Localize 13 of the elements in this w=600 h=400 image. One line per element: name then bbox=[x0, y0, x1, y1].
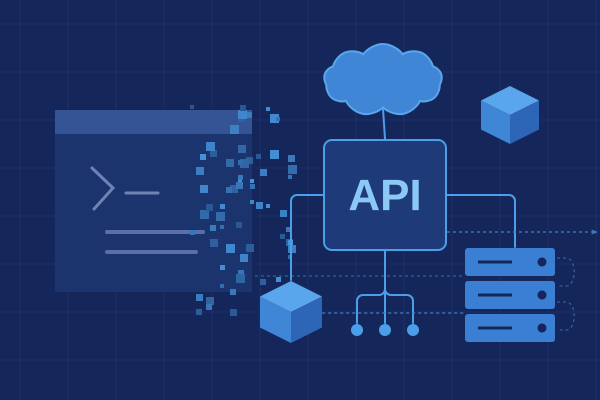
connector-dot bbox=[379, 324, 391, 336]
connector-line bbox=[382, 108, 386, 140]
connector-line bbox=[322, 312, 465, 314]
connector-line bbox=[447, 194, 516, 248]
server-stack-icon bbox=[465, 248, 555, 342]
connector-dot bbox=[407, 324, 419, 336]
connector-line bbox=[384, 251, 414, 324]
connector-dot bbox=[351, 324, 363, 336]
api-box: API bbox=[323, 139, 447, 251]
connector-line bbox=[290, 194, 323, 281]
cube-icon bbox=[481, 86, 539, 144]
cloud-icon bbox=[323, 43, 443, 116]
cube-icon bbox=[260, 281, 322, 343]
